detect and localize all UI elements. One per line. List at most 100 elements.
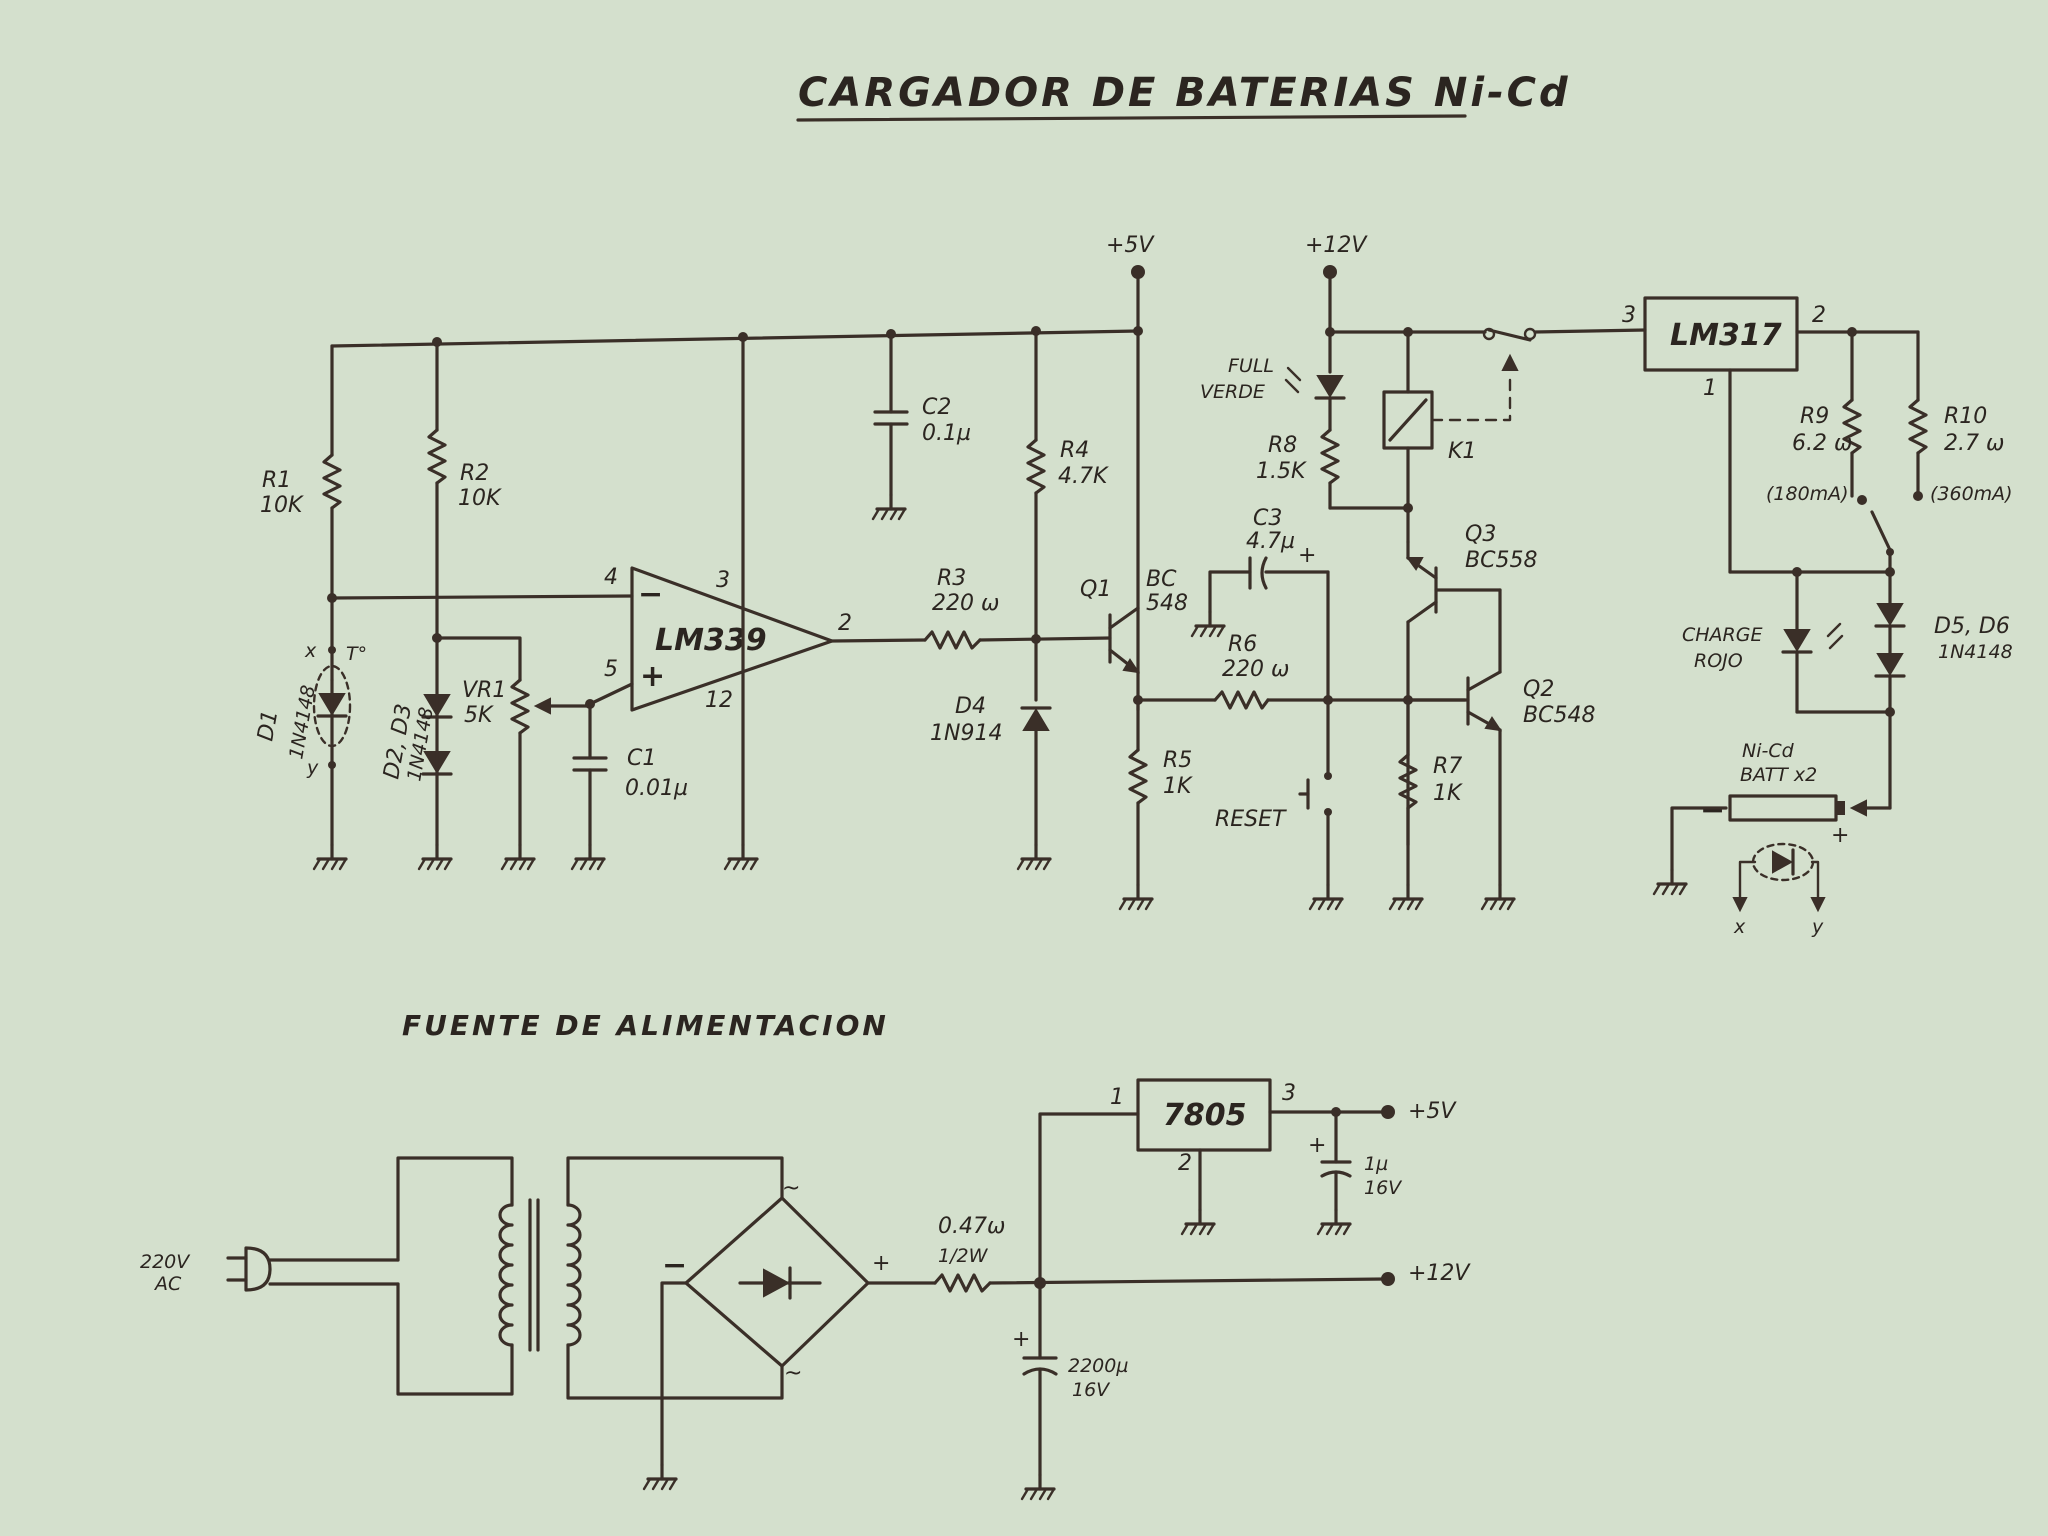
pin-lm317-1: 1: [1703, 376, 1717, 401]
label-r1: R1: [262, 468, 291, 493]
pin-7805-1: 1: [1110, 1085, 1124, 1110]
label-cbig-1: 2200µ: [1068, 1355, 1128, 1377]
power-supply-circuit: 220V AC ~ ~ − +: [140, 1078, 1471, 1501]
value-vr1: 5K: [464, 703, 494, 728]
power-supply-title: FUENTE DE ALIMENTACION: [402, 1009, 889, 1042]
ic-lm339: LM339 − +: [630, 566, 834, 712]
terminal-12v-out: [1381, 1272, 1395, 1286]
pin-5: 5: [604, 657, 618, 682]
svg-text:+: +: [640, 659, 665, 694]
resistor-r5: [1128, 748, 1148, 805]
battery-nicd: [1728, 794, 1845, 822]
value-r4: 4.7K: [1058, 464, 1109, 489]
batt-plus: +: [1831, 823, 1849, 848]
led-full: [1284, 366, 1346, 400]
resistor-r3: [923, 630, 982, 650]
label-q1: Q1: [1080, 577, 1111, 602]
batt-minus: −: [1700, 793, 1725, 828]
bridge-ac-1: ~: [782, 1176, 800, 1201]
value-c3: 4.7µ: [1246, 529, 1295, 554]
resistor-r4: [1026, 438, 1046, 495]
transistor-q3: [1406, 556, 1438, 624]
label-y: y: [306, 757, 319, 779]
label-d1: D1: [253, 708, 283, 743]
label-cout-1: 1µ: [1364, 1153, 1388, 1175]
label-d4: D4: [955, 694, 986, 719]
value-r7: 1K: [1433, 781, 1463, 806]
label-cbig-2: 16V: [1072, 1379, 1111, 1401]
value-r2: 10K: [458, 486, 502, 511]
label-r10: R10: [1944, 404, 1987, 429]
label-220v: 220V: [140, 1251, 191, 1273]
label-batt: BATT x2: [1740, 764, 1817, 786]
label-r3: R3: [937, 566, 966, 591]
pin-7805-2: 2: [1178, 1151, 1192, 1176]
value-q1-b: 548: [1146, 591, 1188, 616]
label-vr1: VR1: [462, 678, 506, 703]
label-r5: R5: [1163, 748, 1192, 773]
transistor-q1: [1108, 606, 1141, 674]
svg-text:RESET: RESET: [1215, 807, 1287, 832]
title-block: CARGADOR DE BATERIAS Ni-Cd FUENTE DE ALI…: [402, 70, 1571, 1042]
pin-lm317-3: 3: [1622, 303, 1636, 328]
svg-text:−: −: [638, 577, 663, 612]
label-c1: C1: [627, 746, 656, 771]
pin-lm317-2: 2: [1812, 303, 1826, 328]
value-q2: BC548: [1523, 703, 1595, 728]
c3-plus: +: [1298, 543, 1316, 568]
resistor-r9: [1842, 398, 1862, 455]
rail-5v-wire: [330, 329, 1140, 348]
value-q1-a: BC: [1146, 567, 1177, 592]
svg-text:LM339: LM339: [655, 623, 767, 658]
label-nicd: Ni-Cd: [1742, 740, 1795, 762]
label-c3: C3: [1253, 506, 1282, 531]
transformer: [498, 1198, 582, 1352]
resistor-r7: [1398, 753, 1418, 810]
label-5v: +5V: [1106, 233, 1155, 258]
pin-3: 3: [716, 568, 730, 593]
label-charge: CHARGE: [1682, 624, 1762, 646]
label-d5d6: D5, D6: [1934, 614, 2010, 639]
value-r5: 1K: [1163, 774, 1193, 799]
value-r1: 10K: [260, 493, 304, 518]
label-batt-y: y: [1811, 916, 1824, 938]
value-r9: 6.2 ω: [1792, 431, 1852, 456]
label-full: FULL: [1228, 355, 1274, 377]
transistor-q2: [1466, 670, 1503, 732]
label-12v: +12V: [1305, 233, 1368, 258]
label-r8: R8: [1268, 433, 1297, 458]
resistor-r10: [1908, 398, 1928, 455]
pin-2: 2: [838, 611, 852, 636]
current-selector-switch[interactable]: [1870, 510, 1892, 552]
label-r7: R7: [1433, 754, 1462, 779]
value-d4: 1N914: [930, 721, 1002, 746]
battery-temp-sensor: [1732, 842, 1826, 913]
value-r6: 220 ω: [1222, 657, 1289, 682]
value-q3: BC558: [1465, 548, 1537, 573]
cbig-plus: +: [1012, 1327, 1030, 1352]
ic-lm317: [1643, 296, 1799, 372]
value-r10: 2.7 ω: [1944, 431, 2004, 456]
label-fuse-r: 0.47ω: [938, 1214, 1005, 1239]
charger-circuit: +5V R1 10K x y T° D1 1N4148 R: [253, 233, 2012, 938]
current-r10: (360mA): [1930, 483, 2013, 505]
page-title: CARGADOR DE BATERIAS Ni-Cd: [798, 70, 1571, 116]
bridge-plus: +: [872, 1251, 890, 1276]
led-charge: [1781, 622, 1844, 654]
resistor-r6: [1213, 690, 1270, 710]
relay-contact: [1482, 327, 1537, 371]
label-q3: Q3: [1465, 522, 1496, 547]
terminal-12v: [1323, 265, 1337, 279]
potentiometer-vr1: [510, 678, 530, 735]
ac-plug: [226, 1246, 272, 1292]
label-12v-out: +12V: [1408, 1261, 1471, 1286]
label-temp: T°: [346, 643, 367, 665]
label-ac: AC: [153, 1273, 182, 1295]
value-d5d6: 1N4148: [1938, 641, 2013, 663]
reset-button[interactable]: RESET: [1215, 698, 1332, 887]
resistor-r2: [427, 428, 447, 485]
terminal-5v-out: [1381, 1105, 1395, 1119]
cout-plus: +: [1308, 1133, 1326, 1158]
bridge-ac-2: ~: [784, 1361, 802, 1386]
